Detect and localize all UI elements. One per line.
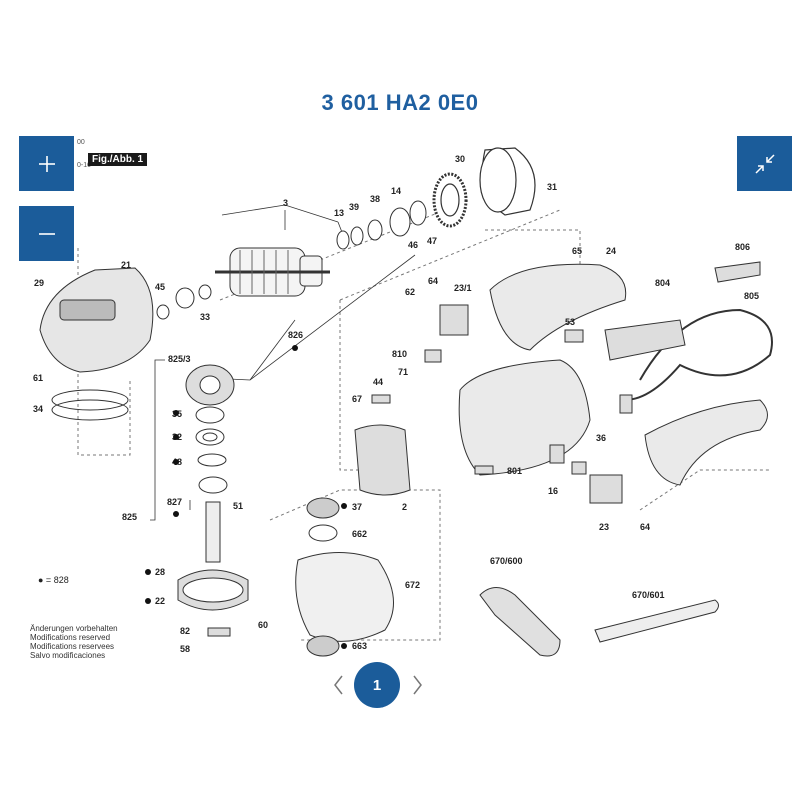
part-label: 670/600 — [490, 556, 523, 566]
chevron-left-icon — [334, 675, 343, 695]
zoom-out-button[interactable] — [19, 206, 74, 261]
note-line: Modifications reservees — [30, 642, 115, 651]
part-label: 23 — [599, 522, 609, 532]
part-label: 64 — [428, 276, 438, 286]
part-label: 826 — [288, 330, 303, 340]
collapse-arrows-icon — [754, 153, 775, 174]
legend-828: ● = 828 — [38, 575, 69, 585]
part-label: 806 — [735, 242, 750, 252]
header-fragment: 0-10 — [77, 162, 92, 169]
part-label: 2 — [402, 502, 407, 512]
part-label: 37 — [352, 502, 362, 512]
chevron-right-icon — [413, 675, 422, 695]
part-label: 805 — [744, 291, 759, 301]
svg-text:64: 64 — [640, 522, 650, 532]
part-label: 670/601 — [632, 590, 665, 600]
part-label: 39 — [349, 202, 359, 212]
part-label: 34 — [33, 404, 43, 414]
housing-cover-part — [39, 267, 154, 373]
part-label: 33 — [200, 312, 210, 322]
part-label: 46 — [408, 240, 418, 250]
figure-label: Fig./Abb. 1 — [88, 153, 148, 166]
part-label: 45 — [155, 282, 165, 292]
part-label: 60 — [258, 620, 268, 630]
part-label: 67 — [352, 394, 362, 404]
previous-page-button[interactable] — [330, 673, 348, 697]
part-label: 38 — [370, 194, 380, 204]
part-label: 51 — [233, 501, 243, 511]
next-page-button[interactable] — [408, 673, 426, 697]
part-label: 62 — [405, 287, 415, 297]
part-label: 31 — [547, 182, 557, 192]
modification-note: Änderungen vorbehalten Modifications res… — [30, 624, 118, 660]
part-label: 827 — [167, 497, 182, 507]
part-label: 3 — [283, 198, 288, 208]
part-label: 22 — [155, 596, 165, 606]
minus-icon — [38, 232, 55, 235]
part-label: 804 — [655, 278, 670, 288]
part-label: 662 — [352, 529, 367, 539]
note-line: Änderungen vorbehalten — [30, 624, 118, 633]
part-label: 801 — [507, 466, 522, 476]
part-label: 29 — [34, 278, 44, 288]
header-fragment: 00 — [77, 139, 85, 146]
part-label: 30 — [455, 154, 465, 164]
plus-icon — [38, 155, 55, 172]
part-label: 810 — [392, 349, 407, 359]
collapse-fullscreen-button[interactable] — [737, 136, 792, 191]
part-label: 663 — [352, 641, 367, 651]
part-label: 61 — [33, 373, 43, 383]
part-label: 58 — [180, 644, 190, 654]
part-label: 23/1 — [454, 283, 472, 293]
part-label: 47 — [427, 236, 437, 246]
part-label: 28 — [155, 567, 165, 577]
part-label: 82 — [180, 626, 190, 636]
part-label: 24 — [606, 246, 616, 256]
note-line: Salvo modificaciones — [30, 651, 106, 660]
zoom-in-button[interactable] — [19, 136, 74, 191]
part-label: 13 — [334, 208, 344, 218]
part-label: 672 — [405, 580, 420, 590]
armature-part — [215, 247, 330, 297]
part-label: 44 — [373, 377, 383, 387]
part-label: 71 — [398, 367, 408, 377]
note-line: Modifications reserved — [30, 633, 111, 642]
current-page-indicator[interactable]: 1 — [354, 662, 400, 708]
part-label: 825/3 — [168, 354, 191, 364]
part-label: 825 — [122, 512, 137, 522]
part-label: 21 — [121, 260, 131, 270]
document-title: 3 601 HA2 0E0 — [321, 90, 479, 115]
part-label: 65 — [572, 246, 582, 256]
part-label: 16 — [548, 486, 558, 496]
part-label: 36 — [596, 433, 606, 443]
part-label: 53 — [565, 317, 575, 327]
part-label: 14 — [391, 186, 401, 196]
